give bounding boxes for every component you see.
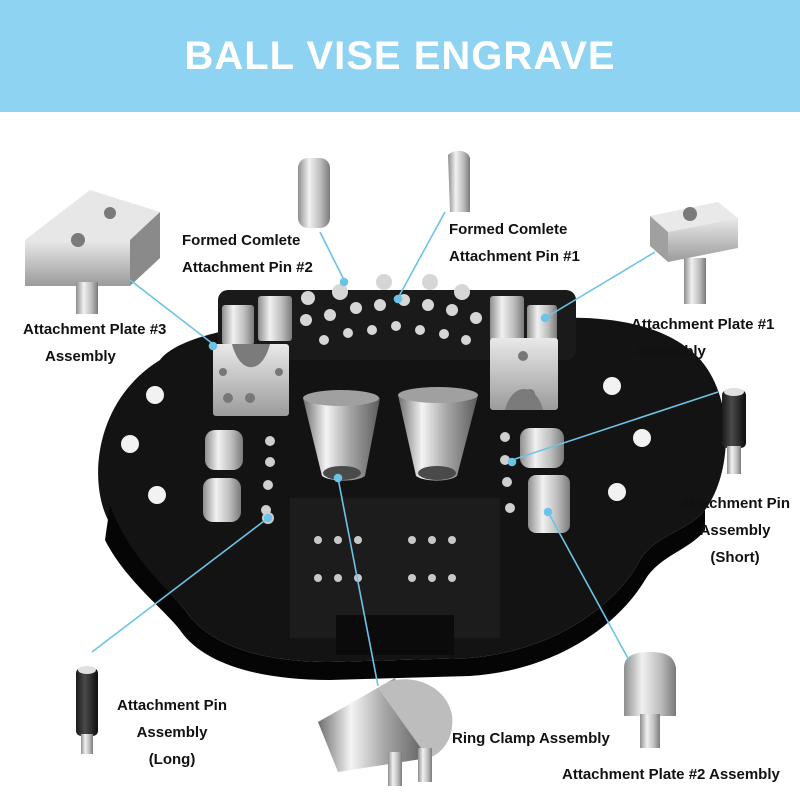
- leader-lines: [91, 211, 719, 687]
- label-formed-pin-1: Formed Comlete Attachment Pin #1: [449, 221, 580, 265]
- ring-clamp-part: [318, 678, 453, 786]
- label-attachment-plate-2: Attachment Plate #2 Assembly: [562, 766, 780, 783]
- installed-plate-left: [213, 344, 289, 416]
- center-cones: [303, 387, 478, 481]
- label-ring-clamp: Ring Clamp Assembly: [452, 730, 610, 747]
- left-side-pins: [203, 430, 275, 524]
- label-formed-pin-2: Formed Comlete Attachment Pin #2: [182, 232, 313, 276]
- label-attachment-plate-3: Attachment Plate #3 Assembly: [23, 321, 167, 365]
- formed-pin-1-part: [448, 150, 470, 212]
- long-pin-part: [76, 666, 98, 754]
- attachment-plate-1-part: [650, 202, 738, 304]
- short-pin-part: [722, 388, 746, 474]
- page-title: BALL VISE ENGRAVE: [184, 33, 616, 78]
- attachment-plate-3-part: [25, 190, 160, 314]
- label-short-pin: Attachment Pin Assembly (Short): [680, 495, 791, 566]
- installed-plate-right: [490, 338, 558, 410]
- formed-pin-2-part: [298, 158, 330, 228]
- pin-rack: [218, 274, 576, 360]
- label-attachment-plate-1: Attachment Plate #1 Assembly: [631, 316, 775, 360]
- right-side-pins: [500, 428, 570, 533]
- attachment-plate-2-part: [624, 652, 676, 748]
- label-long-pin: Attachment Pin Assembly (Long): [117, 697, 228, 768]
- product-illustration: [25, 150, 746, 786]
- vise-base: [98, 317, 726, 680]
- title-banner: BALL VISE ENGRAVE: [0, 0, 800, 112]
